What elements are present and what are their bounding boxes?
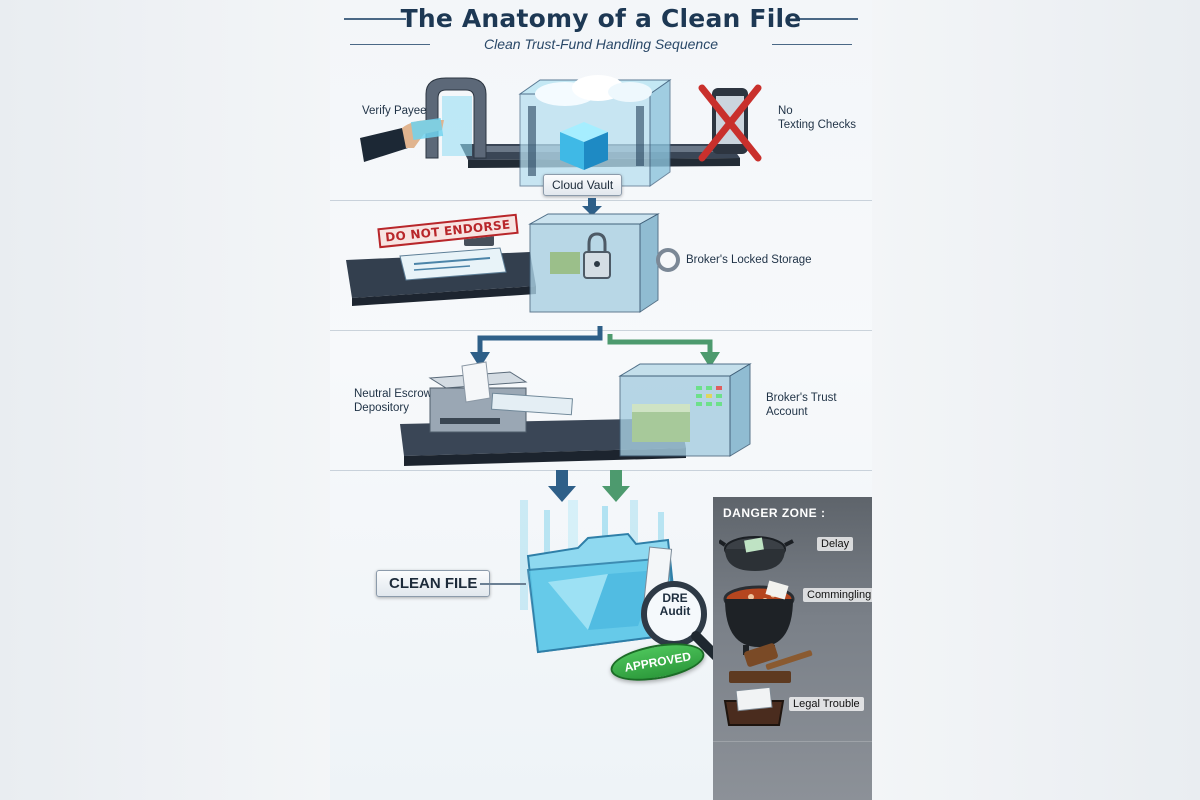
check-icon [399,247,507,281]
folder-icon [526,532,680,654]
cloud-vault-icon [518,75,672,187]
clean-file-label: CLEAN FILE [376,570,491,597]
trust-vault-icon [618,363,752,457]
locked-safe-icon [528,213,680,313]
brokers-trust-label: Broker's Trust Account [766,392,837,418]
gavel-icon [729,643,813,683]
clean-file-connector [480,583,526,585]
page-title: The Anatomy of a Clean File [400,4,802,33]
printer-icon [428,361,573,433]
danger-item-commingling: Commingling [803,588,872,602]
subtitle-rule-right [772,44,852,45]
title-rule-right [796,18,858,20]
neutral-escrow-label: Neutral Escrow Depository [354,388,432,414]
dre-audit-label: DRE Audit [659,591,691,618]
pot-icon [719,536,794,571]
grid-line [330,470,872,471]
no-texting-label: No Texting Checks [778,105,856,131]
danger-zone-panel: DANGER ZONE : Delay Commingling Legal T [713,497,872,800]
cauldron-icon [723,580,795,655]
step2-illustration [346,213,680,313]
brokers-locked-storage-label: Broker's Locked Storage [686,254,812,266]
infographic: The Anatomy of a Clean File Clean Trust-… [330,0,872,800]
danger-item-delay: Delay [817,537,854,551]
down-arrow [582,198,602,216]
step1-illustration [360,75,762,187]
glowing-cube-icon [560,122,608,170]
grid-line [330,200,872,201]
step3-illustration [400,361,752,466]
page-subtitle: Clean Trust-Fund Handling Sequence [484,36,718,52]
danger-divider [713,741,872,742]
tray-icon [723,686,785,726]
danger-zone-title: DANGER ZONE : [723,506,826,520]
phone-crossed-icon [698,84,762,162]
danger-item-legal-trouble: Legal Trouble [789,697,864,711]
subtitle-rule-left [350,44,430,45]
scanner-icon [425,77,487,159]
down-arrows [548,470,630,502]
hand-icon [360,117,444,162]
indicator-grid [696,386,722,406]
cloud-vault-tag: Cloud Vault [543,174,623,196]
verify-payee-label: Verify Payee [362,105,427,117]
title-rule-left [344,18,406,20]
split-arrows [470,326,720,368]
